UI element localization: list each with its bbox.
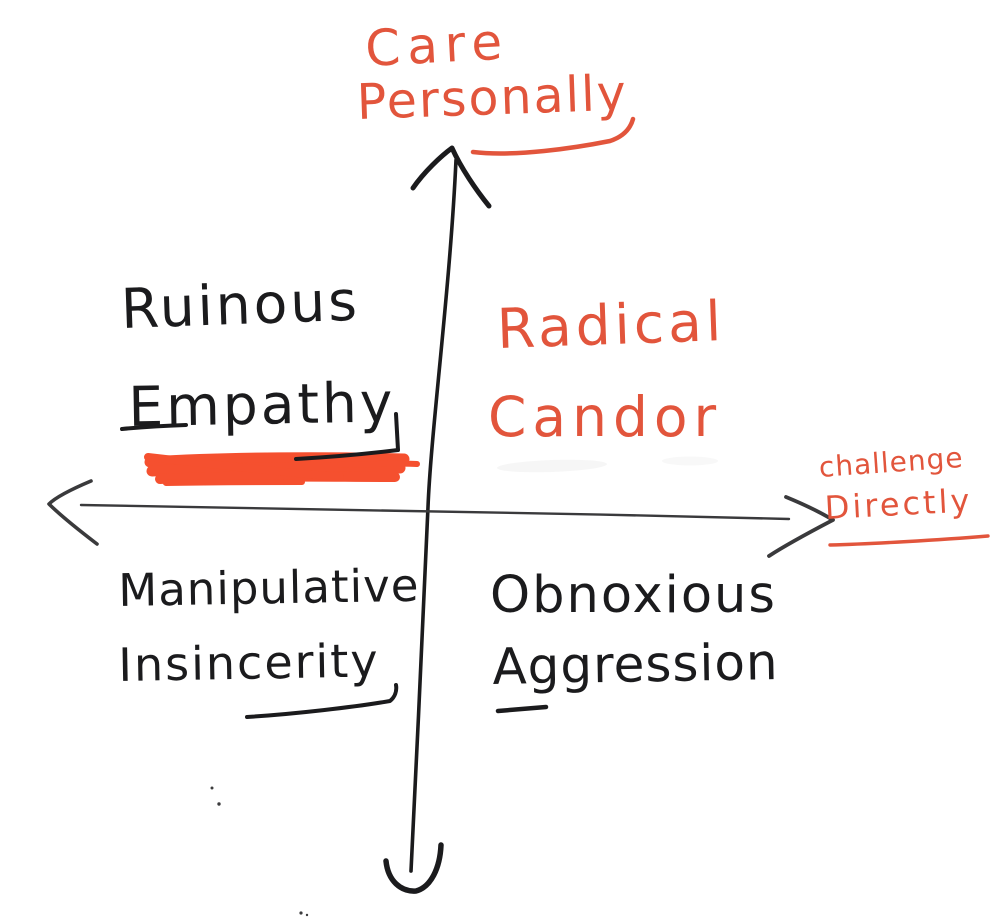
vertical-axis-label-line1: Care — [363, 12, 511, 78]
ink-dots — [210, 786, 309, 917]
empathy-e-underline — [120, 423, 188, 431]
empathy-scribble-highlight — [144, 452, 420, 486]
quadrant-top-right-label-line2: Candor — [488, 385, 723, 449]
smudge-mark — [497, 459, 607, 473]
quadrant-top-left-label-line1: Ruinous — [119, 268, 361, 341]
smudge-mark — [662, 456, 718, 466]
vertical-axis-arrowhead-bottom — [383, 842, 444, 894]
quadrant-bottom-right-label-line1: Obnoxious — [490, 566, 777, 625]
quadrant-bottom-right-label-line2: Aggression — [491, 633, 780, 696]
vertical-axis-line — [409, 158, 458, 873]
quadrant-top-left-label-line2: Empathy — [127, 370, 396, 439]
personally-underline — [470, 116, 636, 156]
directly-underline — [828, 534, 990, 547]
horizontal-axis-line — [79, 503, 791, 521]
quadrant-bottom-left-label-line2: Insincerity — [117, 633, 381, 692]
vertical-axis-arrowhead-top — [410, 145, 492, 209]
horizontal-axis-arrowhead-left — [47, 479, 99, 546]
aggression-a-underline — [495, 704, 549, 714]
horizontal-axis-label-line2: Directly — [823, 481, 974, 527]
vertical-axis-label-line2: Personally — [355, 64, 629, 131]
empathy-thy-underline — [294, 412, 400, 461]
quadrant-bottom-left-label-line1: Manipulative — [117, 558, 420, 617]
horizontal-axis-arrowhead-right — [767, 495, 835, 558]
insincerity-underline — [245, 683, 399, 719]
quadrant-top-right-label-line1: Radical — [495, 289, 727, 361]
